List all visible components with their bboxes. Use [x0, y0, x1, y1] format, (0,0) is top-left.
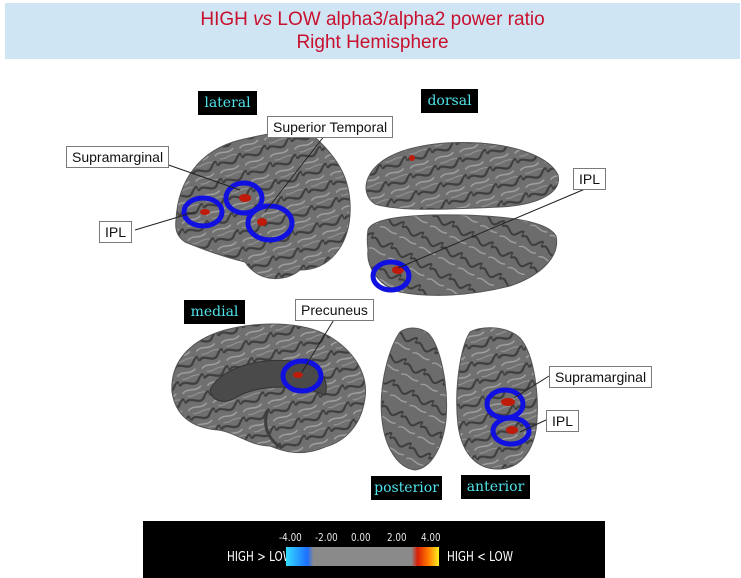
view-tag-posterior: posterior — [371, 476, 442, 500]
leader-ipl-lateral — [134, 211, 196, 231]
colorbar-gradient — [286, 547, 439, 566]
title-band: HIGH vs LOW alpha3/alpha2 power ratio Ri… — [5, 3, 740, 59]
figure-title: HIGH vs LOW alpha3/alpha2 power ratio — [200, 9, 545, 30]
colorbar-left-label: HIGH > LOW — [227, 550, 293, 565]
ring-ipl-dorsal — [370, 259, 412, 293]
colorbar-tick: 0.00 — [351, 531, 371, 544]
leader-superior-temporal — [264, 134, 326, 213]
activation-precuneus — [293, 372, 303, 378]
colorbar-tick: -4.00 — [279, 531, 302, 544]
ring-precuneus — [280, 358, 324, 394]
corpus-callosum — [209, 359, 327, 402]
ring-supramarginal-lateral — [223, 180, 265, 216]
leader-ipl-anterior — [519, 419, 547, 433]
callout-supramarginal-lateral: Supramarginal — [66, 146, 170, 168]
callout-precuneus: Precuneus — [295, 299, 374, 321]
figure-subtitle: Right Hemisphere — [296, 32, 449, 53]
leader-supramarginal-lateral — [159, 161, 241, 191]
activation-supramarginal-anterior — [501, 398, 515, 406]
ring-ipl-lateral — [181, 195, 225, 229]
dorsal-brain-upper — [365, 142, 559, 210]
posterior-brain — [380, 327, 448, 471]
activation-ipl-lateral — [200, 209, 210, 215]
anterior-brain — [456, 327, 538, 470]
activation-dorsal-frontal — [409, 155, 415, 161]
activation-superior-temporal — [257, 218, 267, 226]
brainstem — [264, 409, 283, 450]
view-tag-medial: medial — [184, 300, 245, 324]
callout-superior-temporal: Superior Temporal — [267, 116, 394, 138]
activation-supramarginal-lateral — [239, 194, 251, 202]
leader-supramarginal-anterior — [513, 375, 550, 399]
colorbar-tick: 4.00 — [421, 531, 441, 544]
colorbar: -4.00 -2.00 0.00 2.00 4.00 HIGH > LOW HI… — [143, 521, 605, 578]
callout-ipl-anterior: IPL — [546, 410, 580, 432]
activation-ipl-anterior — [506, 426, 518, 434]
callout-ipl-lateral: IPL — [99, 221, 133, 243]
callout-supramarginal-anterior: Supramarginal — [549, 366, 653, 388]
medial-brain — [171, 323, 367, 454]
callout-ipl-dorsal: IPL — [573, 168, 607, 190]
brain-figure — [134, 131, 586, 471]
colorbar-tick: 2.00 — [387, 531, 407, 544]
leader-precuneus — [301, 317, 336, 373]
ring-ipl-anterior — [490, 415, 532, 447]
view-tag-lateral: lateral — [198, 91, 257, 115]
view-tag-dorsal: dorsal — [421, 89, 478, 113]
activation-ipl-dorsal — [392, 266, 404, 274]
dorsal-brain-lower — [366, 214, 558, 296]
leader-ipl-dorsal — [397, 188, 586, 269]
colorbar-right-label: HIGH < LOW — [447, 550, 513, 565]
colorbar-tick: -2.00 — [315, 531, 338, 544]
view-tag-anterior: anterior — [461, 475, 530, 499]
